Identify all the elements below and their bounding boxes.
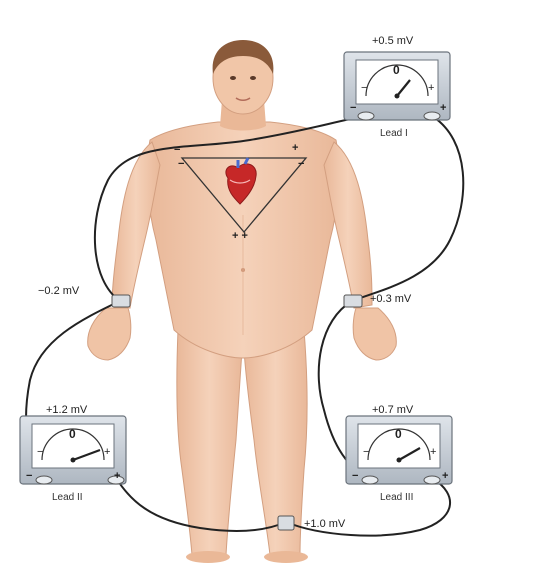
right-foot (264, 551, 308, 563)
terminal-minus-lead-ii: − (26, 470, 32, 482)
potential-right-arm: −0.2 mV (38, 285, 79, 297)
terminal-plus-lead-i: + (440, 102, 446, 114)
right-eye (230, 76, 236, 80)
terminal-plus-lead-ii: + (114, 470, 120, 482)
terminal-plus-lead-iii: + (442, 470, 448, 482)
scale-minus-lead-i: − (361, 82, 367, 94)
electrode-left-arm (344, 295, 362, 307)
reading-lead-ii: +1.2 mV (46, 404, 87, 416)
scale-zero-lead-i: 0 (393, 63, 400, 77)
left-hand (353, 308, 396, 360)
scale-zero-lead-iii: 0 (395, 427, 402, 441)
scale-minus-lead-iii: − (363, 446, 369, 458)
name-lead-ii: Lead II (52, 492, 83, 503)
scale-plus-lead-iii: + (430, 446, 436, 458)
scale-minus-lead-ii: − (37, 446, 43, 458)
triangle-sign-top-right: + (292, 142, 298, 154)
triangle-sign-top-left: − (174, 144, 180, 156)
left-eye (250, 76, 256, 80)
reading-lead-iii: +0.7 mV (372, 404, 413, 416)
triangle-sign-right-edge: − (298, 158, 304, 170)
left-leg (177, 330, 242, 555)
potential-left-arm: +0.3 mV (370, 293, 411, 305)
triangle-sign-bottom: + + (232, 230, 248, 242)
scale-plus-lead-i: + (428, 82, 434, 94)
reading-lead-i: +0.5 mV (372, 35, 413, 47)
name-lead-iii: Lead III (380, 492, 413, 503)
electrode-left-leg (278, 516, 294, 530)
terminal-minus-lead-i: − (350, 102, 356, 114)
right-hand (88, 308, 131, 360)
right-leg (244, 330, 307, 555)
left-foot (186, 551, 230, 563)
electrode-right-arm (112, 295, 130, 307)
name-lead-i: Lead I (380, 128, 408, 139)
scale-zero-lead-ii: 0 (69, 427, 76, 441)
triangle-sign-left-edge: − (178, 158, 184, 170)
potential-left-leg: +1.0 mV (304, 518, 345, 530)
scale-plus-lead-ii: + (104, 446, 110, 458)
terminal-minus-lead-iii: − (352, 470, 358, 482)
